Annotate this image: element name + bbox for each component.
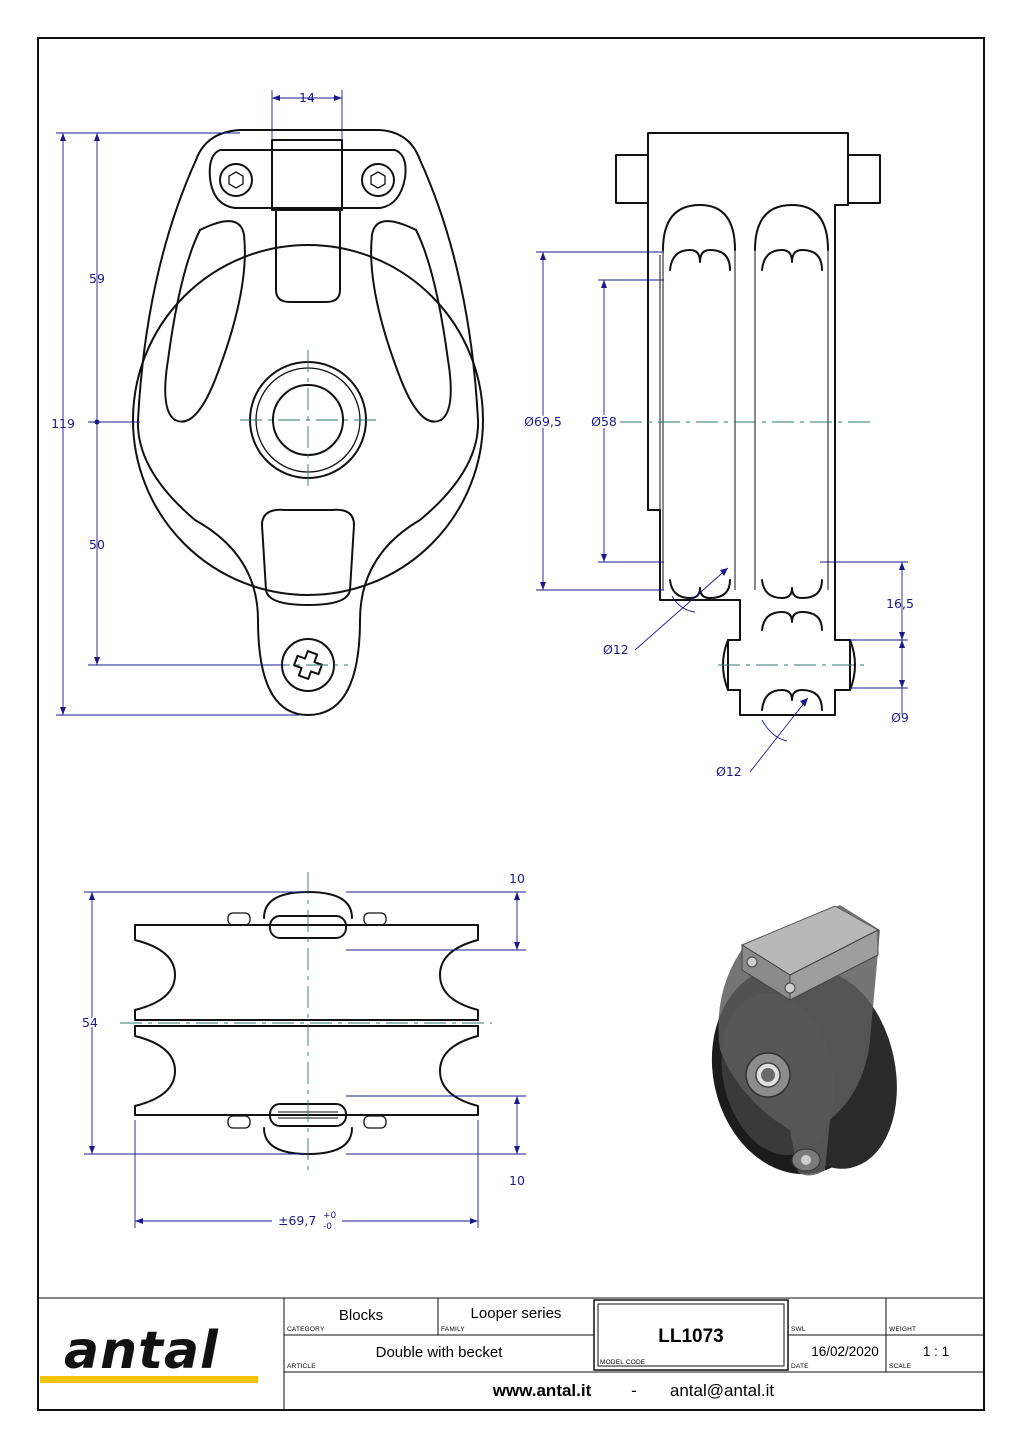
category-label: CATEGORY bbox=[287, 1326, 325, 1333]
front-cheek-plate bbox=[136, 129, 480, 716]
front-bolt-left bbox=[219, 163, 253, 197]
front-top-clamp bbox=[271, 139, 343, 211]
side-pin-right bbox=[849, 639, 856, 691]
scale-label: SCALE bbox=[889, 1363, 912, 1370]
website-link[interactable]: www.antal.it bbox=[492, 1381, 592, 1400]
dim-pin-diameter: Ø9 bbox=[891, 710, 909, 725]
side-sheave-1-groove-top bbox=[669, 249, 731, 271]
email-link[interactable]: antal@antal.it bbox=[670, 1381, 774, 1400]
dim-top-width: 14 bbox=[299, 90, 315, 105]
dim-groove-upper: Ø12 bbox=[603, 642, 629, 657]
product-render bbox=[711, 905, 897, 1176]
front-view-dimensions: 14 59 119 50 bbox=[51, 90, 343, 716]
front-spine-window bbox=[275, 209, 341, 303]
front-window-right bbox=[370, 220, 452, 423]
front-bolt-right bbox=[361, 163, 395, 197]
side-sheave-2-groove-top bbox=[761, 249, 823, 271]
title-block: antal Blocks CATEGORY Looper series FAMI… bbox=[38, 1297, 984, 1410]
dim-bottom-offset: 10 bbox=[509, 1173, 525, 1188]
bottom-tab bbox=[363, 1115, 387, 1129]
bottom-upper-half bbox=[134, 924, 479, 1021]
dim-tol-minus: -0 bbox=[323, 1222, 332, 1232]
family-label: FAMILY bbox=[441, 1326, 465, 1333]
dim-tol-plus: +0 bbox=[323, 1211, 337, 1221]
dim-lower-height: 50 bbox=[89, 537, 105, 552]
model-code-value: LL1073 bbox=[658, 1326, 723, 1347]
dim-bottom-width: ±69,7 bbox=[278, 1213, 316, 1228]
side-body bbox=[647, 132, 851, 716]
article-label: ARTICLE bbox=[287, 1363, 316, 1370]
date-label: DATE bbox=[791, 1363, 809, 1370]
date-value: 16/02/2020 bbox=[811, 1344, 879, 1359]
front-top-bracket bbox=[208, 149, 407, 209]
family-value: Looper series bbox=[471, 1305, 562, 1322]
side-view-dimensions: Ø69,5 Ø58 Ø12 Ø12 16,5 Ø9 bbox=[522, 251, 914, 779]
bottom-lower-half bbox=[134, 1025, 479, 1116]
side-sheave-1-groove-bottom bbox=[669, 579, 731, 599]
side-sheave-2-top bbox=[754, 204, 829, 251]
dim-total-height: 119 bbox=[51, 416, 75, 431]
dim-bottom-height: 54 bbox=[82, 1015, 98, 1030]
front-lower-window bbox=[261, 508, 355, 606]
article-value: Double with becket bbox=[376, 1344, 504, 1361]
cross-screw-icon bbox=[293, 650, 323, 680]
side-becket-groove bbox=[761, 689, 823, 711]
dim-outer-diameter: Ø69,5 bbox=[524, 414, 562, 429]
hex-socket-icon bbox=[228, 171, 244, 189]
side-ear-left bbox=[615, 154, 649, 204]
bottom-view bbox=[120, 872, 492, 1172]
front-view bbox=[132, 129, 484, 716]
swl-label: SWL bbox=[791, 1326, 806, 1333]
hex-socket-icon bbox=[370, 171, 386, 189]
footer-separator: - bbox=[631, 1381, 637, 1400]
logo-stripe bbox=[40, 1376, 258, 1383]
dim-top-offset: 10 bbox=[509, 871, 525, 886]
side-ear-right bbox=[847, 154, 881, 204]
front-window-left bbox=[164, 220, 246, 423]
front-sheave-disk bbox=[132, 244, 484, 596]
bottom-view-dimensions: 54 10 10 ±69,7 +0 -0 bbox=[80, 871, 526, 1232]
scale-value: 1 : 1 bbox=[923, 1344, 949, 1359]
bottom-tab bbox=[227, 912, 251, 926]
dim-inner-diameter: Ø58 bbox=[591, 414, 617, 429]
bottom-tab bbox=[363, 912, 387, 926]
category-value: Blocks bbox=[339, 1307, 383, 1324]
model-code-label: MODEL CODE bbox=[600, 1359, 646, 1366]
side-sheave-1-top bbox=[662, 204, 736, 251]
weight-label: WEIGHT bbox=[889, 1326, 916, 1333]
side-sheave-2-groove-bottom bbox=[761, 579, 823, 599]
dim-groove-lower: Ø12 bbox=[716, 764, 742, 779]
side-becket-top bbox=[761, 611, 823, 631]
bottom-tab bbox=[227, 1115, 251, 1129]
dim-becket-offset: 16,5 bbox=[886, 596, 914, 611]
brand-logo: antal bbox=[64, 1321, 219, 1381]
sheet-frame bbox=[37, 37, 985, 1411]
side-view bbox=[615, 132, 881, 716]
dim-upper-height: 59 bbox=[89, 271, 105, 286]
